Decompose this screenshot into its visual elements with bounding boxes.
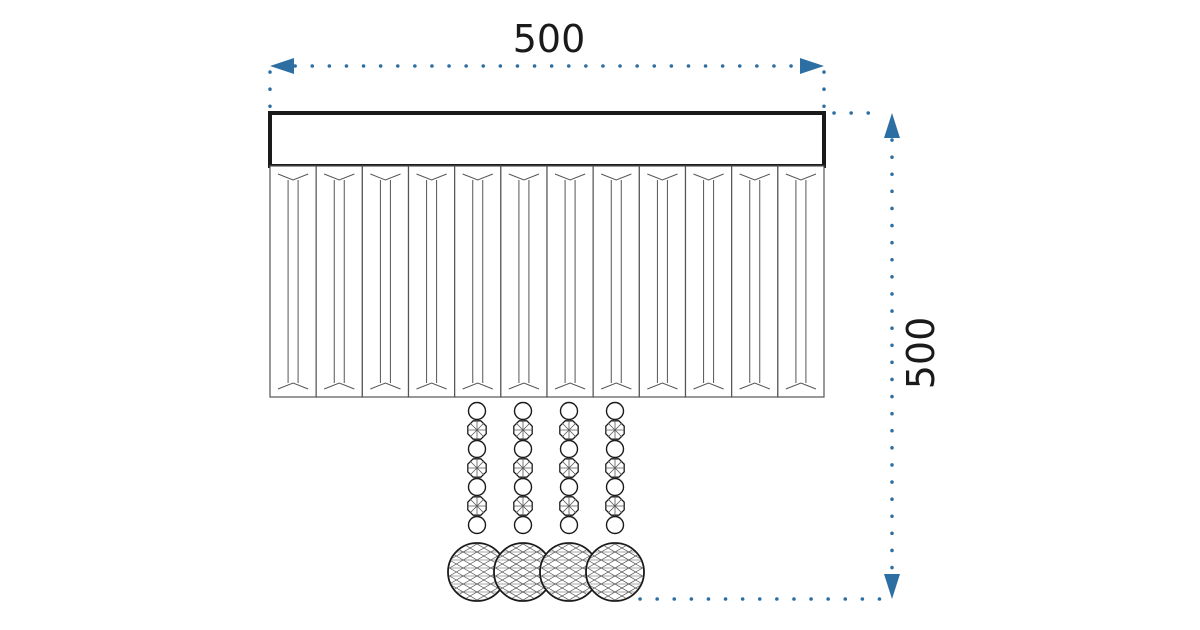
height-dimension: 500	[638, 111, 943, 601]
round-bead	[559, 515, 579, 535]
round-bead	[559, 401, 579, 421]
round-bead	[467, 515, 487, 535]
pendant-strand	[447, 401, 507, 602]
faceted-bead	[513, 496, 533, 516]
crystal-prism	[454, 165, 502, 398]
width-arrow-left-icon	[270, 58, 294, 74]
round-bead	[605, 515, 625, 535]
width-dimension-label: 500	[513, 17, 586, 61]
round-bead	[513, 515, 533, 535]
round-bead	[467, 401, 487, 421]
faceted-bead	[559, 420, 579, 440]
pendant-strands	[447, 401, 645, 602]
chandelier-body	[268, 111, 826, 602]
crystal-prism	[407, 165, 456, 398]
faceted-bead	[605, 458, 625, 478]
faceted-bead	[559, 458, 579, 478]
faceted-bead	[513, 458, 533, 478]
round-bead	[605, 477, 625, 497]
faceted-bead	[513, 420, 533, 440]
round-bead	[605, 401, 625, 421]
round-bead	[467, 477, 487, 497]
faceted-bead	[467, 458, 487, 478]
round-bead	[559, 477, 579, 497]
crystal-prism-row	[269, 165, 825, 398]
crystal-prism	[777, 165, 825, 398]
crystal-prism	[638, 165, 687, 398]
faceted-bead	[559, 496, 579, 516]
crystal-prism	[546, 165, 594, 398]
round-bead	[513, 439, 533, 459]
height-arrow-top-icon	[884, 113, 900, 138]
height-dimension-label: 500	[899, 317, 943, 390]
round-bead	[605, 439, 625, 459]
round-bead	[513, 477, 533, 497]
height-arrow-bottom-icon	[884, 574, 900, 599]
width-arrow-right-icon	[800, 58, 824, 74]
width-dimension: 500	[268, 17, 826, 112]
crystal-prism	[500, 165, 548, 398]
crystal-prism	[315, 165, 363, 398]
crystal-prism	[269, 165, 317, 398]
crystal-prism	[592, 165, 640, 398]
ceiling-canopy	[268, 111, 826, 168]
faceted-bead	[467, 496, 487, 516]
round-bead	[559, 439, 579, 459]
round-bead	[513, 401, 533, 421]
crystal-prism	[684, 165, 733, 398]
crystal-prism	[731, 165, 779, 398]
faceted-bead	[605, 420, 625, 440]
pendant-strand	[493, 401, 553, 602]
faceted-bead	[605, 496, 625, 516]
crystal-prism	[361, 165, 410, 398]
pendant-strand	[585, 401, 645, 602]
faceted-bead	[467, 420, 487, 440]
pendant-strand	[539, 401, 599, 602]
round-bead	[467, 439, 487, 459]
